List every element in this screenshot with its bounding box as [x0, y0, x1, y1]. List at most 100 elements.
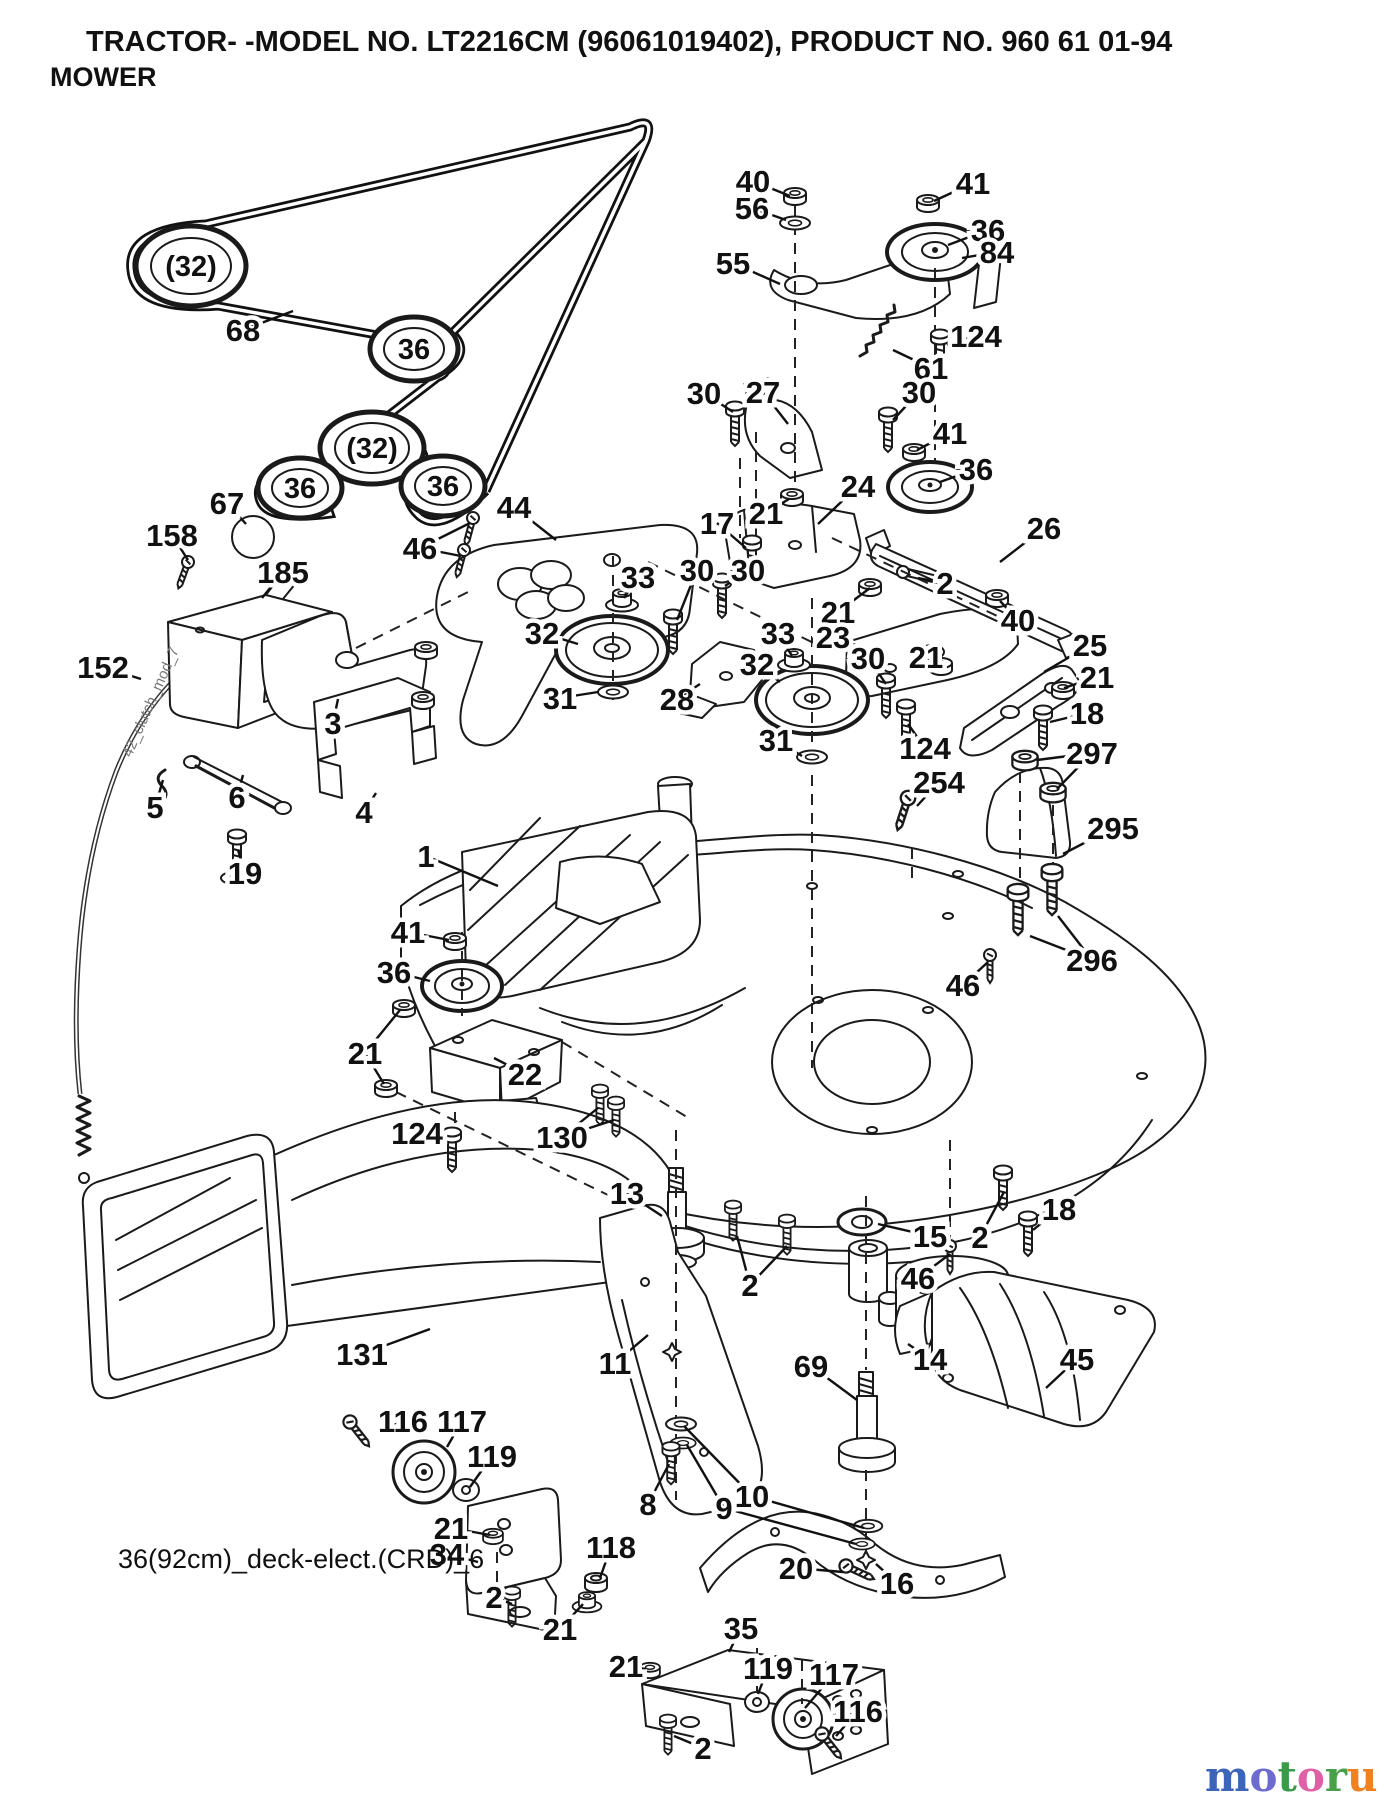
part-number: 5: [146, 790, 163, 825]
callout-leader: [598, 1546, 613, 1579]
callout-leader: [376, 1419, 404, 1434]
callout-leader: [962, 961, 989, 986]
part-number: 36: [377, 955, 411, 990]
callout-34: 34: [425, 1533, 479, 1577]
callout-leader: [416, 1131, 449, 1145]
part-number: 44: [497, 490, 532, 525]
callout-leader: [925, 656, 940, 667]
callout-69: 69: [789, 1345, 858, 1401]
callout-21: 21: [538, 1603, 584, 1652]
logo-letter: r: [1324, 1752, 1348, 1800]
callout-leader: [393, 970, 431, 983]
part-number: 22: [508, 1057, 542, 1092]
callout-leader: [450, 1526, 491, 1537]
part-number: 2: [971, 1220, 988, 1255]
part-number: 46: [403, 531, 437, 566]
callout-leader: [1049, 711, 1088, 724]
callout-28: 28: [655, 678, 701, 722]
callout-leader: [170, 534, 190, 561]
callout-21: 21: [744, 492, 790, 536]
part-number: 21: [434, 1511, 468, 1546]
part-number: 2: [741, 1268, 758, 1303]
callout-leader: [756, 1667, 770, 1695]
callout-leader: [751, 1494, 865, 1530]
part-number: 21: [749, 496, 783, 531]
callout-leader: [153, 779, 165, 808]
part-number: 17: [700, 506, 734, 541]
part-number: 2: [485, 1580, 502, 1615]
callout-leader: [756, 663, 781, 683]
callout-leader: [1043, 643, 1091, 674]
callout-130: 130: [532, 1107, 615, 1160]
callout-leader: [561, 1118, 615, 1139]
part-number: 14: [913, 1342, 948, 1377]
callout-67: 67: [205, 482, 248, 526]
callout-5: 5: [142, 779, 168, 830]
callout-32: 32: [520, 612, 579, 656]
part-number: 4: [355, 795, 373, 830]
callout-leader: [999, 600, 1019, 621]
callout-leader: [1062, 826, 1114, 856]
callout-131: 131: [332, 1327, 431, 1377]
callout-leader: [419, 521, 471, 550]
callout-leader: [933, 181, 974, 203]
callout-40: 40: [731, 160, 791, 204]
part-number: 40: [736, 164, 770, 199]
part-number: 26: [1027, 511, 1061, 546]
callout-leader: [561, 1107, 599, 1138]
callout-leader: [916, 431, 951, 452]
callout-leader: [804, 1673, 835, 1709]
part-number: 25: [1073, 628, 1107, 663]
part-number: 9: [715, 1491, 732, 1526]
part-number: 84: [980, 235, 1015, 270]
part-number: 118: [586, 1530, 636, 1565]
callout-leader: [626, 1191, 663, 1218]
part-number: 16: [880, 1566, 914, 1601]
callout-3: 3: [320, 698, 346, 746]
part-number: 18: [1042, 1192, 1076, 1227]
callout-33: 33: [756, 612, 800, 657]
callout-46: 46: [398, 521, 471, 571]
callout-55: 55: [711, 242, 781, 286]
callout-41: 41: [916, 412, 972, 456]
callout-124: 124: [387, 1112, 449, 1156]
callout-84: 84: [961, 231, 1019, 275]
part-number: 10: [735, 1479, 769, 1514]
callout-23: 23: [811, 616, 865, 660]
callout-6: 6: [224, 774, 250, 820]
callout-30: 30: [724, 549, 770, 593]
callout-27: 27: [741, 371, 789, 425]
part-number: 1: [417, 839, 434, 874]
callout-leader: [364, 1009, 401, 1054]
callout-leader: [676, 682, 701, 701]
part-number: 119: [467, 1439, 517, 1474]
centerlines: [355, 205, 1054, 1704]
callout-leader: [735, 1235, 752, 1286]
part-number: 32: [740, 647, 774, 682]
part-number: 34: [430, 1537, 465, 1572]
callout-leader: [917, 576, 946, 585]
logo-letter: o: [1296, 1752, 1325, 1800]
callout-124: 124: [946, 315, 1007, 359]
callout-61: 61: [892, 347, 953, 391]
part-number: 46: [901, 1261, 935, 1296]
part-number: 295: [1087, 811, 1139, 846]
part-number: 46: [946, 968, 980, 1003]
part-number: 24: [841, 469, 876, 504]
callout-33: 33: [616, 556, 659, 600]
callout-152: 152: [73, 646, 142, 690]
deck-caption: 36(92cm)_deck-elect.(CRD)_6: [118, 1544, 484, 1574]
callout-295: 295: [1062, 807, 1143, 856]
motoruf-logo: motoruf.de: [1205, 1752, 1379, 1800]
callout-117: 117: [804, 1653, 864, 1709]
callout-leader: [946, 334, 977, 347]
part-number: 27: [746, 375, 780, 410]
callout-leader: [559, 1603, 584, 1630]
pulley-size-label: (32): [346, 433, 398, 465]
callout-22: 22: [493, 1053, 547, 1097]
part-number: 117: [437, 1404, 487, 1439]
part-number: 116: [378, 1404, 428, 1439]
callout-26: 26: [999, 507, 1066, 563]
